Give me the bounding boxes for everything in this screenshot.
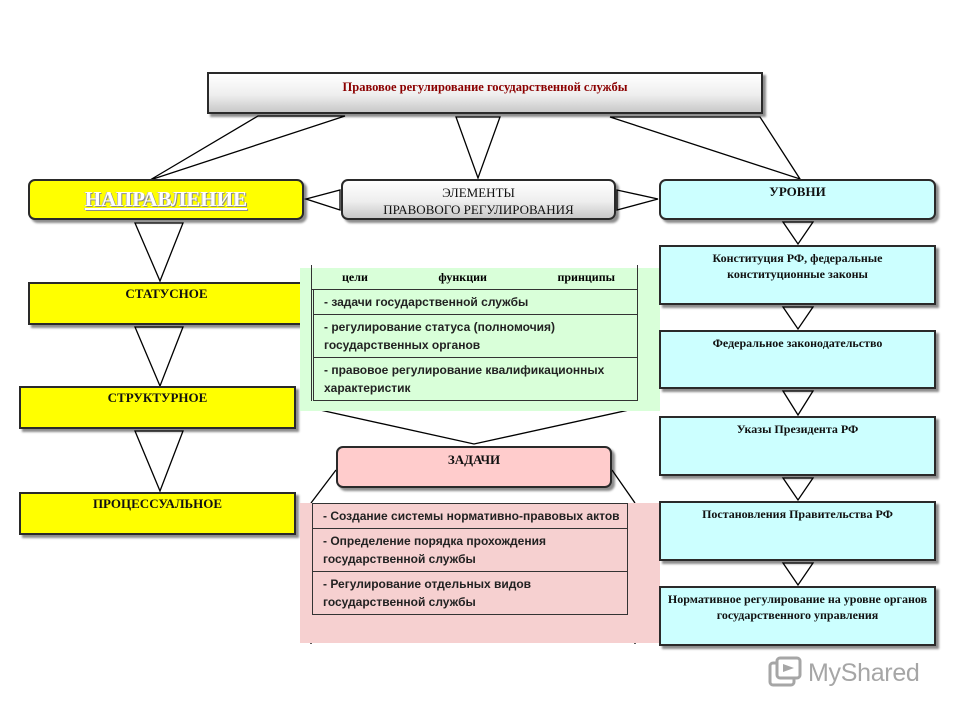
title-to-direction-arrow bbox=[149, 115, 346, 181]
elements-to-tasks-arrow bbox=[310, 407, 639, 445]
watermark-text: MyShared bbox=[808, 658, 920, 687]
watermark: MyShared bbox=[768, 656, 920, 690]
elements-header-line1: ЭЛЕМЕНТЫ bbox=[442, 185, 515, 200]
elements-row: - задачи государственной службы bbox=[313, 290, 637, 314]
levels-header: УРОВНИ bbox=[659, 179, 936, 220]
tasks-row: - Регулирование отдельных видов государс… bbox=[312, 571, 628, 615]
level-federal-legislation: Федеральное законодательство bbox=[659, 330, 936, 389]
tasks-bracket-left bbox=[310, 469, 337, 504]
column-functions: функции bbox=[438, 269, 487, 284]
elements-table: цели функции принципы - задачи государст… bbox=[311, 265, 638, 401]
level-agency-regulation: Нормативное регулирование на уровне орга… bbox=[659, 586, 936, 646]
diagram-title: Правовое регулирование государственной с… bbox=[207, 72, 763, 114]
level-constitution: Конституция РФ, федеральные конституцион… bbox=[659, 245, 936, 305]
elements-columns: цели функции принципы bbox=[312, 265, 637, 290]
myshared-logo-icon bbox=[768, 656, 802, 687]
elements-background bbox=[300, 268, 660, 411]
tasks-table: - Создание системы нормативно-правовых а… bbox=[311, 503, 628, 615]
direction-processualnoe: ПРОЦЕССУАЛЬНОЕ bbox=[19, 492, 296, 535]
direction-statusnoe: СТАТУСНОЕ bbox=[28, 282, 305, 325]
elements-row: - правовое регулирование квалификационны… bbox=[313, 357, 637, 401]
levels-chain-arrow-3 bbox=[781, 477, 815, 502]
strukturnoe-to-processualnoe-arrow bbox=[134, 430, 184, 493]
elements-header: ЭЛЕМЕНТЫ ПРАВОВОГО РЕГУЛИРОВАНИЯ bbox=[341, 179, 616, 220]
tasks-row: - Определение порядка прохождения госуда… bbox=[312, 528, 628, 571]
elements-header-line2: ПРАВОВОГО РЕГУЛИРОВАНИЯ bbox=[383, 202, 574, 217]
levels-chain-arrow-0 bbox=[781, 221, 815, 246]
title-to-elements-arrow bbox=[455, 116, 501, 180]
statusnoe-to-strukturnoe-arrow bbox=[134, 326, 184, 388]
direction-header: НАПРАВЛЕНИЕ bbox=[28, 179, 304, 220]
title-to-levels-arrow bbox=[609, 116, 802, 181]
levels-chain-arrow-1 bbox=[781, 306, 815, 331]
level-presidential-decrees: Указы Президента РФ bbox=[659, 416, 936, 476]
elements-to-direction-arrow bbox=[303, 189, 341, 211]
column-goals: цели bbox=[342, 269, 368, 284]
column-principles: принципы bbox=[557, 269, 615, 284]
tasks-row: - Создание системы нормативно-правовых а… bbox=[312, 503, 628, 528]
elements-row: - регулирование статуса (полномочия) гос… bbox=[313, 314, 637, 357]
level-government-resolutions: Постановления Правительства РФ bbox=[659, 501, 936, 561]
levels-chain-arrow-2 bbox=[781, 390, 815, 417]
direction-strukturnoe: СТРУКТУРНОЕ bbox=[19, 386, 296, 429]
direction-to-statusnoe-arrow bbox=[134, 222, 184, 283]
tasks-background bbox=[300, 503, 660, 643]
levels-chain-arrow-4 bbox=[781, 562, 815, 587]
tasks-bracket-right bbox=[611, 469, 636, 504]
elements-to-levels-arrow bbox=[616, 189, 659, 211]
tasks-header: ЗАДАЧИ bbox=[336, 446, 612, 488]
